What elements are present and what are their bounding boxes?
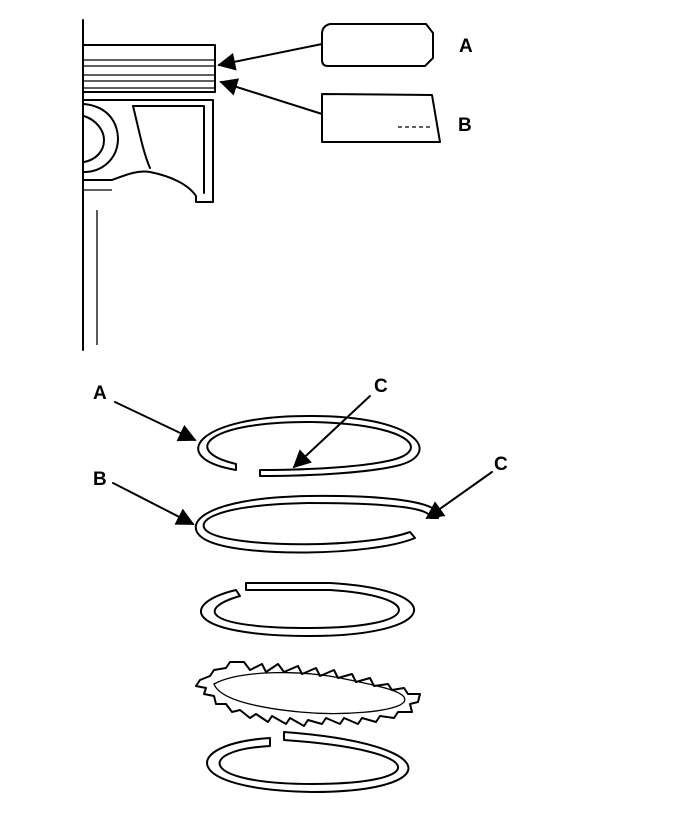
arrow-gap-c-left <box>292 395 371 469</box>
second-compression-ring <box>194 494 440 554</box>
arrow-ring-a <box>114 401 197 442</box>
arrow-top-a <box>217 43 323 71</box>
oil-ring-lower-rail <box>206 731 410 793</box>
piston-cross-section <box>82 19 216 351</box>
label-ring-b: B <box>93 469 107 490</box>
arrow-gap-c-right <box>425 471 493 520</box>
label-top-a: A <box>459 36 473 57</box>
ring-a-profile <box>321 23 434 67</box>
label-ring-a: A <box>93 383 107 404</box>
arrow-top-b <box>219 78 323 115</box>
top-compression-ring <box>197 414 421 477</box>
label-gap-c-right: C <box>494 454 508 475</box>
oil-ring-upper-rail <box>200 582 415 637</box>
ring-b-profile <box>321 93 441 143</box>
label-gap-c-left: C <box>374 376 388 397</box>
oil-ring-expander <box>195 661 421 727</box>
arrow-ring-b <box>112 482 195 525</box>
label-top-b: B <box>458 115 472 136</box>
